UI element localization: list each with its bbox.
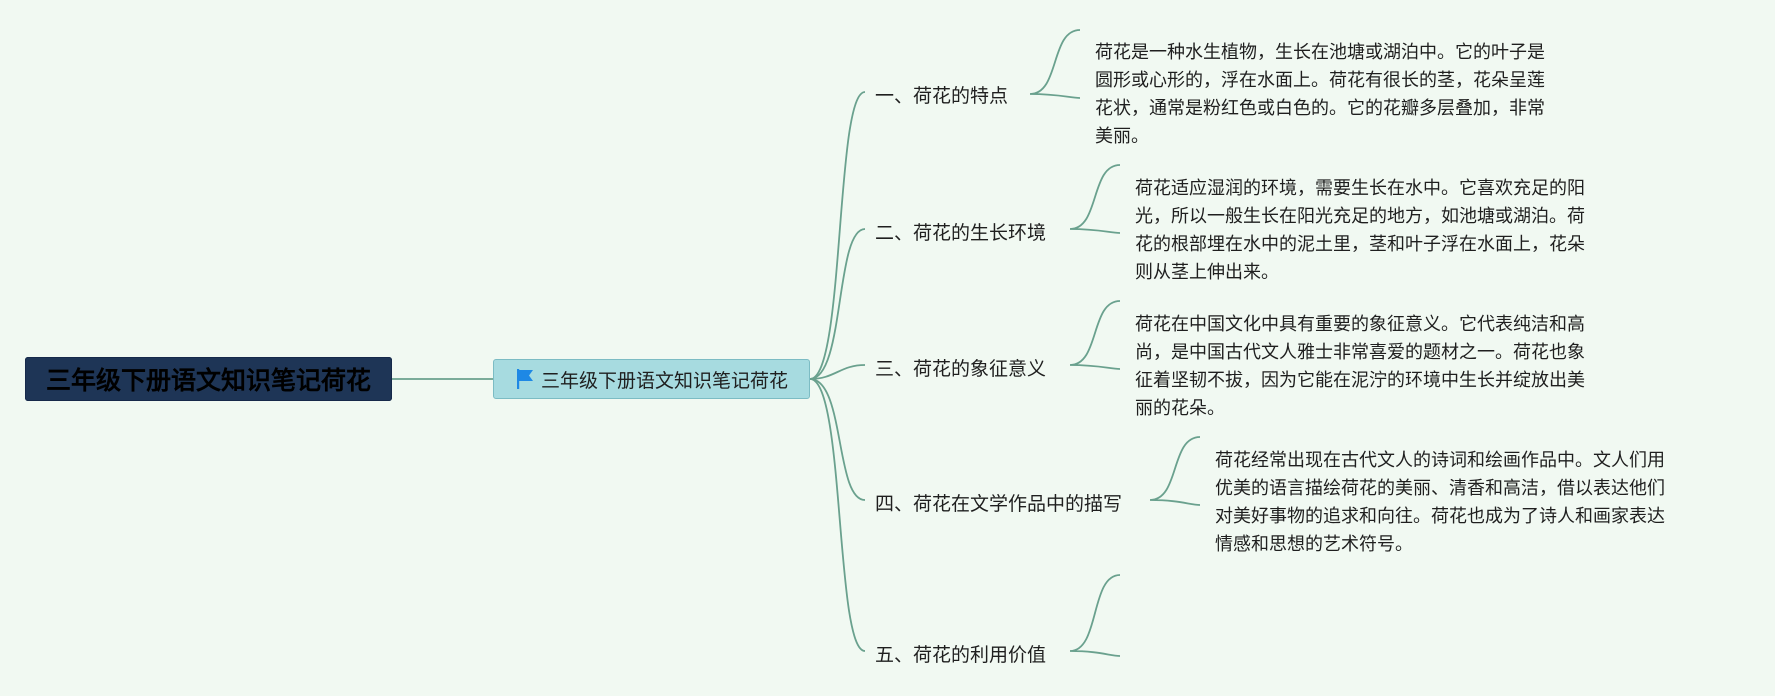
- note-line: 对美好事物的追求和向往。荷花也成为了诗人和画家表达: [1215, 506, 1665, 527]
- center-to-branch-2-connector: [809, 228, 866, 380]
- branch-topic-label: 二、荷花的生长环境: [875, 222, 1047, 244]
- branch-topic-2[interactable]: 二、荷花的生长环境: [875, 218, 1046, 245]
- note-line: 尚，是中国古代文人雅士非常喜爱的题材之一。荷花也象: [1135, 342, 1585, 363]
- branch-2-note-connector: [1069, 164, 1121, 234]
- branch-topic-label: 一、荷花的特点: [875, 85, 1009, 107]
- note-block-2: 荷花适应湿润的环境，需要生长在水中。它喜欢充足的阳 光，所以一般生长在阳光充足的…: [1135, 175, 1585, 287]
- note-line: 圆形或心形的，浮在水面上。荷花有很长的茎，花朵呈莲: [1095, 70, 1545, 91]
- note-line: 荷花经常出现在古代文人的诗词和绘画作品中。文人们用: [1215, 450, 1665, 471]
- branch-1-note-connector: [1029, 29, 1081, 99]
- branch-topic-4[interactable]: 四、荷花在文学作品中的描写: [875, 489, 1122, 516]
- note-line: 情感和思想的艺术符号。: [1215, 534, 1413, 555]
- branch-3-note-connector: [1069, 300, 1121, 370]
- note-line: 美丽。: [1095, 126, 1149, 147]
- branch-topic-label: 五、荷花的利用价值: [875, 644, 1047, 666]
- note-line: 则从茎上伸出来。: [1135, 262, 1279, 283]
- center-to-branch-1-connector: [809, 91, 866, 380]
- branch-topic-3[interactable]: 三、荷花的象征意义: [875, 354, 1046, 381]
- note-line: 荷花是一种水生植物，生长在池塘或湖泊中。它的叶子是: [1095, 42, 1545, 63]
- branch-topic-5[interactable]: 五、荷花的利用价值: [875, 640, 1046, 667]
- flag-icon: [516, 369, 533, 389]
- root-node[interactable]: 三年级下册语文知识笔记荷花: [25, 357, 392, 401]
- note-block-4: 荷花经常出现在古代文人的诗词和绘画作品中。文人们用 优美的语言描绘荷花的美丽、清…: [1215, 447, 1665, 559]
- note-line: 征着坚韧不拔，因为它能在泥泞的环境中生长并绽放出美: [1135, 370, 1585, 391]
- note-block-3: 荷花在中国文化中具有重要的象征意义。它代表纯洁和高 尚，是中国古代文人雅士非常喜…: [1135, 311, 1585, 423]
- note-line: 丽的花朵。: [1135, 398, 1225, 419]
- note-block-1: 荷花是一种水生植物，生长在池塘或湖泊中。它的叶子是 圆形或心形的，浮在水面上。荷…: [1095, 39, 1545, 151]
- note-line: 荷花适应湿润的环境，需要生长在水中。它喜欢充足的阳: [1135, 178, 1585, 199]
- note-line: 花状，通常是粉红色或白色的。它的花瓣多层叠加，非常: [1095, 98, 1545, 119]
- note-line: 花的根部埋在水中的泥土里，茎和叶子浮在水面上，花朵: [1135, 234, 1585, 255]
- center-topic-node[interactable]: 三年级下册语文知识笔记荷花: [493, 359, 810, 399]
- note-line: 光，所以一般生长在阳光充足的地方，如池塘或湖泊。荷: [1135, 206, 1585, 227]
- branch-topic-label: 四、荷花在文学作品中的描写: [875, 493, 1123, 515]
- branch-5-note-connector: [1069, 574, 1121, 657]
- branch-topic-1[interactable]: 一、荷花的特点: [875, 81, 1008, 108]
- center-to-branch-4-connector: [809, 378, 866, 501]
- note-line: 优美的语言描绘荷花的美丽、清香和高洁，借以表达他们: [1215, 478, 1665, 499]
- note-line: 荷花在中国文化中具有重要的象征意义。它代表纯洁和高: [1135, 314, 1585, 335]
- center-to-branch-5-connector: [809, 378, 866, 652]
- center-to-branch-3-connector: [809, 364, 866, 380]
- branch-topic-label: 三、荷花的象征意义: [875, 358, 1047, 380]
- center-topic-label: 三年级下册语文知识笔记荷花: [540, 369, 788, 392]
- branch-4-note-connector: [1149, 436, 1201, 506]
- root-node-label: 三年级下册语文知识笔记荷花: [45, 366, 371, 395]
